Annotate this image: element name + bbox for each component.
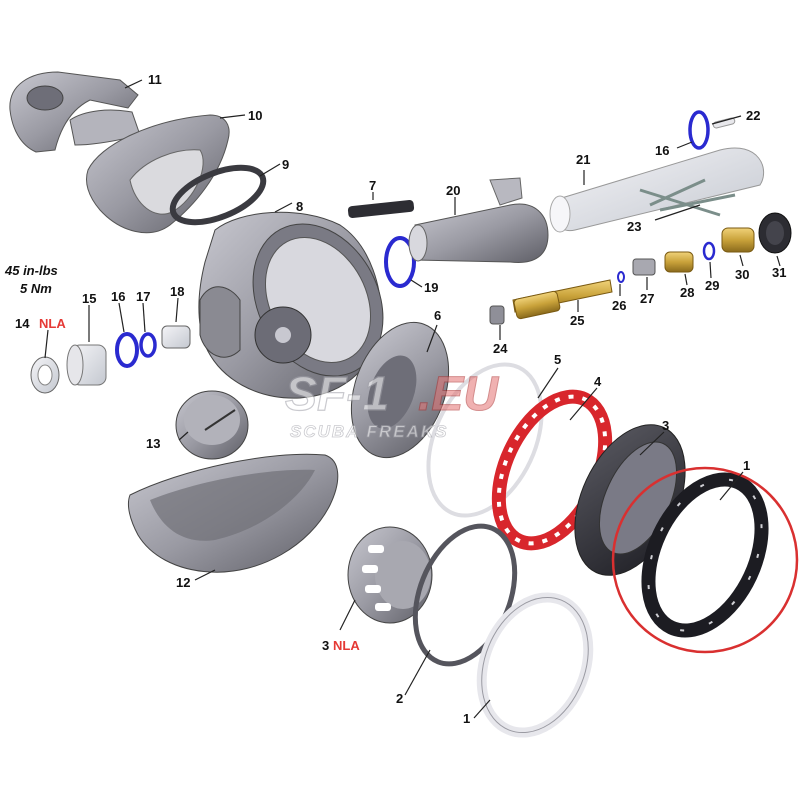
torque-metric: 5 Nm bbox=[20, 281, 52, 296]
part-19-oring bbox=[384, 236, 416, 288]
label-30: 30 bbox=[735, 267, 749, 282]
highlight-circle bbox=[611, 466, 799, 654]
part-12-cover bbox=[127, 453, 339, 573]
label-19: 19 bbox=[424, 280, 438, 295]
label-2: 2 bbox=[396, 691, 403, 706]
label-31: 31 bbox=[772, 265, 786, 280]
part-6-diaphragm bbox=[350, 321, 450, 459]
label-21: 21 bbox=[576, 152, 590, 167]
part-24-screw bbox=[489, 305, 505, 325]
part-13-cap bbox=[175, 390, 249, 460]
watermark: SF-1 .EU SCUBA FREAKS bbox=[284, 367, 499, 441]
label-3-nla: NLA bbox=[333, 638, 360, 653]
part-5-oring bbox=[426, 362, 544, 518]
label-25: 25 bbox=[570, 313, 584, 328]
label-24: 24 bbox=[493, 341, 508, 356]
label-26: 26 bbox=[612, 298, 626, 313]
part-28-seat bbox=[664, 251, 694, 273]
label-10: 10 bbox=[248, 108, 262, 123]
label-15: 15 bbox=[82, 291, 96, 306]
watermark-tagline: SCUBA FREAKS bbox=[290, 422, 448, 441]
label-18: 18 bbox=[170, 284, 184, 299]
label-3: 3 bbox=[662, 418, 669, 433]
part-23-spring-clip bbox=[639, 178, 736, 217]
label-12: 12 bbox=[176, 575, 190, 590]
label-20: 20 bbox=[446, 183, 460, 198]
label-16-top: 16 bbox=[655, 143, 669, 158]
label-22: 22 bbox=[746, 108, 760, 123]
watermark-brand-a: SF-1 bbox=[285, 368, 389, 421]
label-14: 14 bbox=[15, 316, 30, 331]
part-9-ring bbox=[169, 164, 267, 226]
part-16-oring-left bbox=[115, 332, 139, 368]
label-1-top: 1 bbox=[743, 458, 750, 473]
part-15-fitting bbox=[66, 344, 107, 386]
part-29-oring bbox=[702, 241, 716, 261]
torque-imperial: 45 in-lbs bbox=[4, 263, 58, 278]
watermark-brand-b: .EU bbox=[418, 368, 499, 421]
label-23: 23 bbox=[627, 219, 641, 234]
label-29: 29 bbox=[705, 278, 719, 293]
part-22-pin bbox=[712, 117, 736, 129]
label-9: 9 bbox=[282, 157, 289, 172]
leader-lines bbox=[44, 79, 781, 719]
part-labels: 11 10 9 8 7 20 19 21 22 16 23 24 25 26 2… bbox=[15, 72, 786, 726]
label-7: 7 bbox=[369, 178, 376, 193]
part-7-bar bbox=[347, 199, 415, 219]
part-16-oring-top bbox=[688, 110, 710, 150]
label-1-lower: 1 bbox=[463, 711, 470, 726]
label-16-left: 16 bbox=[111, 289, 125, 304]
part-30-nut bbox=[721, 227, 755, 253]
part-25-poppet bbox=[512, 279, 613, 320]
label-4: 4 bbox=[594, 374, 602, 389]
label-11: 11 bbox=[148, 72, 162, 87]
label-27: 27 bbox=[640, 291, 654, 306]
part-20-valve-body bbox=[408, 177, 549, 264]
label-5: 5 bbox=[554, 352, 561, 367]
part-18-fitting bbox=[161, 325, 191, 349]
label-3-lower: 3 bbox=[322, 638, 329, 653]
part-17-oring bbox=[139, 332, 157, 358]
part-21-tube bbox=[549, 147, 765, 233]
label-17: 17 bbox=[136, 289, 150, 304]
label-28: 28 bbox=[680, 285, 694, 300]
part-1-bezel-ring bbox=[641, 472, 769, 638]
part-14-nut bbox=[30, 356, 60, 394]
part-1-lower-bezel bbox=[476, 592, 594, 738]
part-8-housing bbox=[198, 211, 384, 399]
label-14-nla: NLA bbox=[39, 316, 66, 331]
part-26-oring bbox=[617, 271, 625, 283]
label-13: 13 bbox=[146, 436, 160, 451]
part-3-nla-cover bbox=[347, 526, 433, 624]
part-11-mouthpiece bbox=[9, 71, 141, 153]
label-8: 8 bbox=[296, 199, 303, 214]
label-6: 6 bbox=[434, 308, 441, 323]
part-31-cap bbox=[758, 212, 792, 254]
part-27-spring bbox=[632, 258, 656, 276]
